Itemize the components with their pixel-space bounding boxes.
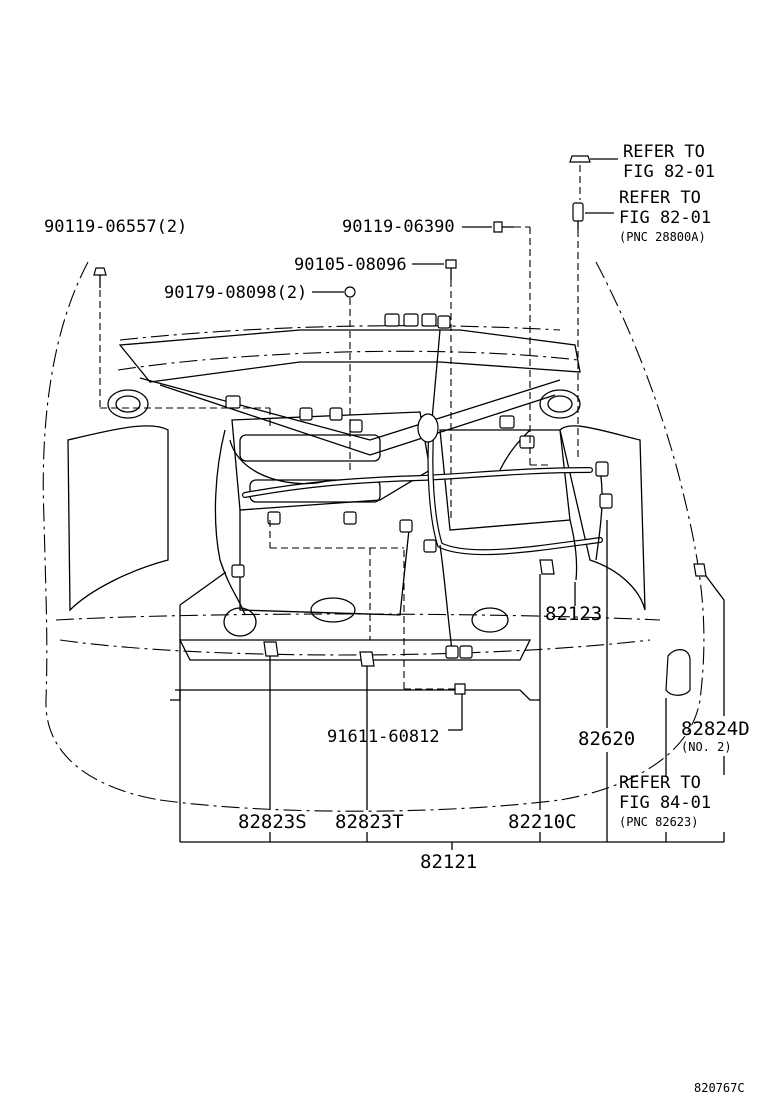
label-82210C: 82210C bbox=[508, 811, 577, 833]
label-90119-06557: 90119-06557(2) bbox=[44, 217, 187, 237]
label-refer-fig-82-01-pnc-l2: FIG 82-01 bbox=[619, 208, 711, 228]
label-refer-fig-82-01-pnc-l3: (PNC 28800A) bbox=[619, 230, 706, 244]
label-82823S: 82823S bbox=[238, 811, 307, 833]
label-refer-fig-84-01-l1: REFER TO bbox=[619, 773, 701, 793]
wire-harness bbox=[214, 313, 613, 659]
label-82121: 82121 bbox=[420, 851, 477, 873]
label-90179-08098: 90179-08098(2) bbox=[164, 283, 307, 303]
callout-labels: REFER TO FIG 82-01 REFER TO FIG 82-01 (P… bbox=[44, 142, 750, 1095]
loose-parts bbox=[93, 155, 707, 696]
label-90119-06390: 90119-06390 bbox=[342, 217, 455, 237]
label-91611-60812: 91611-60812 bbox=[327, 727, 440, 747]
engine-bay bbox=[67, 329, 646, 701]
label-refer-fig-82-01-top-l1: REFER TO bbox=[623, 142, 705, 162]
vehicle-body-outline bbox=[42, 261, 705, 812]
label-82123: 82123 bbox=[545, 603, 602, 625]
figure-code: 820767C bbox=[694, 1081, 745, 1095]
label-82824D: 82824D bbox=[681, 718, 750, 740]
label-refer-fig-82-01-pnc-l1: REFER TO bbox=[619, 188, 701, 208]
leader-lines bbox=[99, 158, 725, 850]
label-refer-fig-84-01-l3: (PNC 82623) bbox=[619, 815, 698, 829]
label-refer-fig-82-01-top-l2: FIG 82-01 bbox=[623, 162, 715, 182]
label-90105-08096: 90105-08096 bbox=[294, 255, 407, 275]
label-refer-fig-84-01-l2: FIG 84-01 bbox=[619, 793, 711, 813]
label-82824D-note: (NO. 2) bbox=[681, 740, 732, 754]
label-82620: 82620 bbox=[578, 728, 635, 750]
label-82823T: 82823T bbox=[335, 811, 404, 833]
